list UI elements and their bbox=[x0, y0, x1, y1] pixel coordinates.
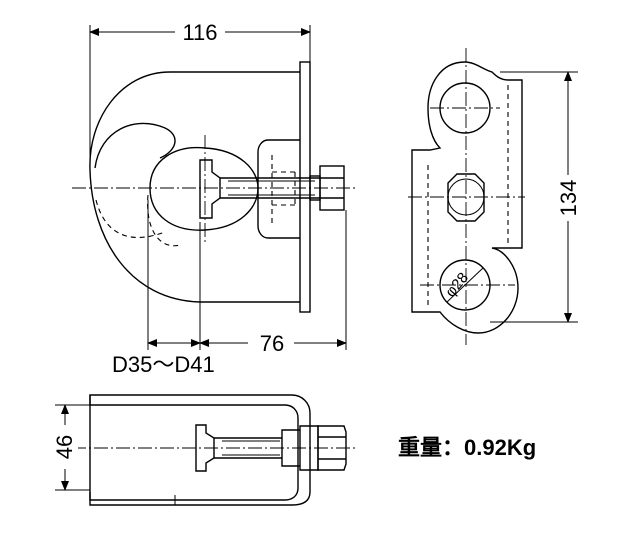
side-outline bbox=[411, 61, 523, 334]
svg-text:重量：0.92Kg: 重量：0.92Kg bbox=[398, 435, 536, 460]
dim-76-label: 76 bbox=[260, 331, 284, 356]
nut-detail bbox=[320, 177, 344, 199]
dim-range-label: D35～D41 bbox=[112, 352, 215, 377]
dim-134-label: 134 bbox=[556, 180, 581, 217]
hook-outer-curve bbox=[89, 71, 300, 303]
u-bracket-outer-shell bbox=[89, 394, 311, 506]
top-bolt-shank bbox=[214, 437, 282, 459]
hook-hidden-curve bbox=[95, 199, 166, 239]
side-view: φ28 bbox=[408, 48, 525, 345]
u-bracket-outer bbox=[89, 395, 299, 501]
bolt-head bbox=[199, 159, 221, 219]
clamp-bracket bbox=[257, 139, 300, 239]
hook-inner-curve bbox=[94, 122, 176, 169]
top-nut-hex bbox=[317, 425, 347, 471]
dimension-76: 76 D35～D41 bbox=[112, 200, 347, 377]
bolt-shank bbox=[220, 177, 320, 199]
top-bolt-thread bbox=[222, 440, 280, 456]
weight-value: 0.92Kg bbox=[464, 435, 536, 460]
back-plate bbox=[299, 61, 311, 313]
dimension-46: 46 bbox=[50, 404, 90, 491]
dimension-116: 116 bbox=[89, 18, 311, 160]
bracket-hidden-lines bbox=[271, 155, 296, 225]
weight-annotation: 重量：0.92Kg bbox=[398, 435, 536, 460]
side-hidden-lines bbox=[427, 85, 509, 305]
front-view bbox=[72, 61, 355, 313]
dim-phi28-label: φ28 bbox=[442, 269, 472, 300]
dim-116-label: 116 bbox=[182, 20, 217, 45]
top-view bbox=[72, 394, 355, 506]
phi-leader bbox=[446, 267, 484, 303]
weight-label: 重量： bbox=[398, 435, 464, 460]
bolt-thread bbox=[228, 180, 315, 196]
hex-nut-side bbox=[447, 173, 485, 222]
dim-46-label: 46 bbox=[52, 435, 77, 459]
dimension-134: 134 bbox=[490, 71, 581, 323]
